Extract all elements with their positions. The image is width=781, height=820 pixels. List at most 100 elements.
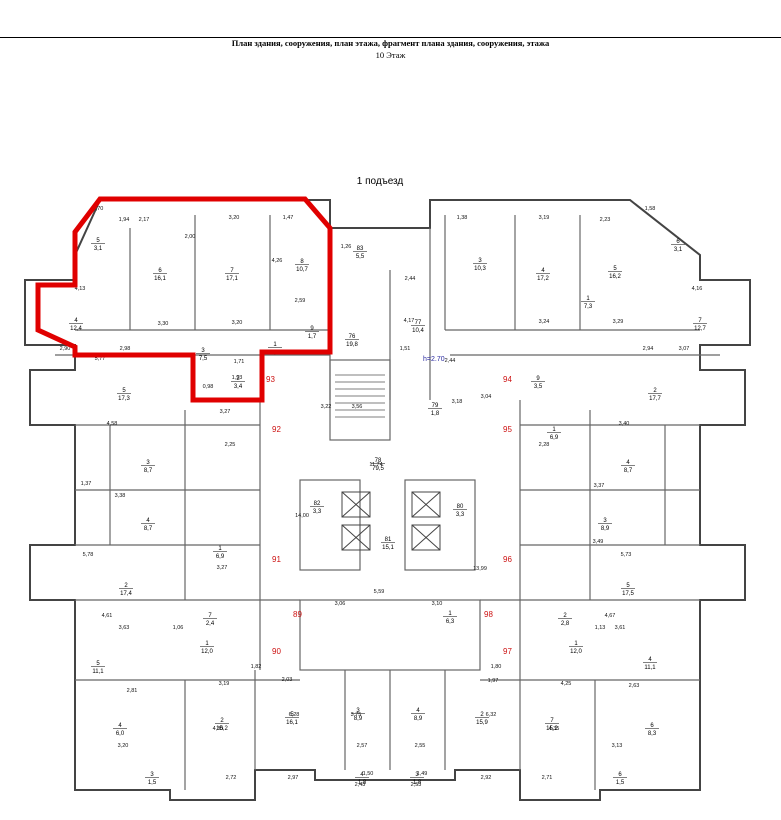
svg-text:5: 5 <box>122 388 126 394</box>
room-label: 93,5 <box>531 376 545 390</box>
room-label: 31,5 <box>145 772 159 786</box>
room-label: 217,4 <box>119 583 133 597</box>
dimension-label: 3,27 <box>220 409 231 415</box>
dimension-label: 1,93 <box>232 375 243 381</box>
dimension-label: 1,82 <box>251 664 262 670</box>
room-label: 41,8 <box>355 772 369 786</box>
room-label: 217,7 <box>648 388 662 402</box>
svg-text:10,3: 10,3 <box>474 266 486 272</box>
svg-text:1: 1 <box>448 611 452 617</box>
room-label: 48,7 <box>621 460 635 474</box>
svg-text:3,5: 3,5 <box>534 384 543 390</box>
svg-text:11,1: 11,1 <box>644 665 656 671</box>
dimension-label: 3,13 <box>612 743 623 749</box>
svg-text:17,4: 17,4 <box>120 591 132 597</box>
dimension-label: 3,19 <box>539 215 550 221</box>
svg-text:10,7: 10,7 <box>296 267 308 273</box>
dimension-label: 5,77 <box>95 356 106 362</box>
room-label: 215,2 <box>215 718 229 732</box>
room-label: 38,9 <box>351 708 365 722</box>
svg-text:19,8: 19,8 <box>346 342 358 348</box>
dimension-label: 2,71 <box>542 775 553 781</box>
dimension-label: 5,78 <box>83 552 94 558</box>
outer-walls <box>24 199 751 801</box>
elevator-shafts <box>341 491 441 551</box>
svg-text:8,3: 8,3 <box>648 731 657 737</box>
header-rule <box>0 37 781 38</box>
svg-text:9: 9 <box>310 326 314 332</box>
ceiling-height: h=2.70 <box>423 356 445 363</box>
dimension-label: 1,51 <box>400 346 411 352</box>
dimension-label: 4,25 <box>561 681 572 687</box>
room-label: 517,5 <box>621 583 635 597</box>
dimension-label: 2,57 <box>357 743 368 749</box>
dimension-label: 3,56 <box>352 404 363 410</box>
room-label: 310,3 <box>473 258 487 272</box>
svg-text:3: 3 <box>415 772 419 778</box>
svg-text:4: 4 <box>118 723 122 729</box>
room-label: 61,5 <box>613 772 627 786</box>
svg-text:8,9: 8,9 <box>354 716 363 722</box>
room-label: 76 19,8 <box>345 334 359 348</box>
svg-text:8,7: 8,7 <box>144 468 153 474</box>
dimension-label: 4,16 <box>692 286 703 292</box>
room-label: 517,3 <box>117 388 131 402</box>
svg-text:6: 6 <box>650 723 654 729</box>
svg-text:76: 76 <box>349 334 356 340</box>
dimension-label: 2,98 <box>120 346 131 352</box>
svg-text:3,1: 3,1 <box>674 247 683 253</box>
svg-text:4: 4 <box>74 318 78 324</box>
svg-text:5: 5 <box>613 266 617 272</box>
svg-text:6: 6 <box>158 268 162 274</box>
dimension-label: 3,18 <box>452 399 463 405</box>
dimension-label: 3,24 <box>539 319 550 325</box>
svg-text:7: 7 <box>230 268 234 274</box>
svg-text:4: 4 <box>360 772 364 778</box>
room-label: 791,8 <box>428 403 442 417</box>
apartment-number: 91 <box>272 555 281 564</box>
svg-text:5: 5 <box>96 661 100 667</box>
dimension-label: 2,43 <box>355 782 366 788</box>
svg-text:7: 7 <box>550 718 554 724</box>
dimension-label: 14,00 <box>295 513 309 519</box>
page-title: План здания, сооружения, план этажа, фра… <box>231 38 550 48</box>
svg-text:12,0: 12,0 <box>570 649 582 655</box>
room-label: 53,1 <box>91 238 105 252</box>
svg-text:4: 4 <box>626 460 630 466</box>
svg-text:3,3: 3,3 <box>456 512 465 518</box>
svg-text:79: 79 <box>432 403 439 409</box>
room-label: 712,7 <box>693 318 707 332</box>
dimension-label: 3,20 <box>118 743 129 749</box>
dimension-label: 3,63 <box>119 625 130 631</box>
room-label: 511,1 <box>91 661 105 675</box>
svg-text:1,8: 1,8 <box>431 411 440 417</box>
svg-text:2: 2 <box>653 388 657 394</box>
svg-text:3: 3 <box>201 348 205 354</box>
room-label: 17,3 <box>581 296 595 310</box>
dimension-label: 2,17 <box>139 217 150 223</box>
room-label: 72,4 <box>203 613 217 627</box>
apartment-number: 98 <box>484 610 493 619</box>
apartment-number: 94 <box>503 375 512 384</box>
room-label: 46,0 <box>113 723 127 737</box>
dimension-label: 6,32 <box>486 712 497 718</box>
dimension-label: 3,19 <box>219 681 230 687</box>
dimension-label: 1,94 <box>119 217 130 223</box>
dimension-label: 2,25 <box>225 442 236 448</box>
svg-text:3: 3 <box>478 258 482 264</box>
svg-text:1,5: 1,5 <box>148 780 157 786</box>
apartment-number: 97 <box>503 647 512 656</box>
room-label: 417,2 <box>536 268 550 282</box>
svg-text:17,3: 17,3 <box>118 396 130 402</box>
dimension-label: 1,06 <box>173 625 184 631</box>
dimension-label: 1,37 <box>81 481 92 487</box>
dimension-label: 3,29 <box>613 319 624 325</box>
svg-text:17,1: 17,1 <box>226 276 238 282</box>
dimension-label: 2,28 <box>539 442 550 448</box>
dimension-label: 5,59 <box>374 589 385 595</box>
dimension-label: 3,07 <box>679 346 690 352</box>
svg-text:1,5: 1,5 <box>616 780 625 786</box>
